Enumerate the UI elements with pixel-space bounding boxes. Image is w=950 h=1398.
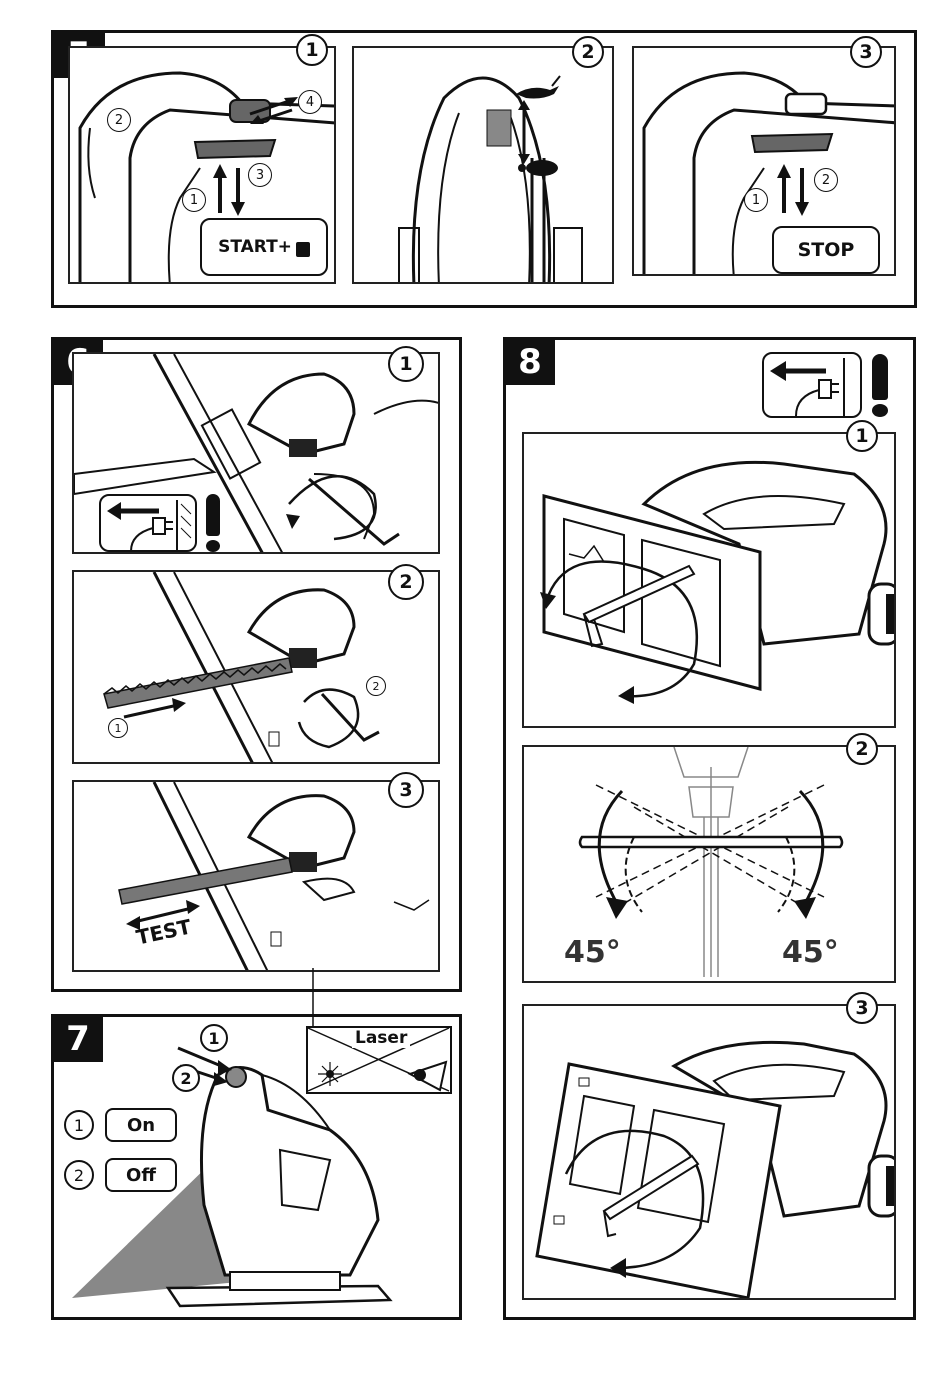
callout-4: 4 (298, 90, 322, 114)
section-7-number: 7 (53, 1016, 103, 1062)
angle-right-label: 45° (782, 935, 839, 970)
lock-icon (296, 242, 310, 257)
laser-label: Laser (352, 1028, 410, 1048)
panel-6-3-number: 3 (388, 772, 424, 808)
legend-off-label: Off (105, 1158, 177, 1192)
panel-6-2-number: 2 (388, 564, 424, 600)
hare-speed-icon (516, 76, 560, 99)
callout-1: 1 (744, 188, 768, 212)
panel-8-3-number: 3 (846, 992, 878, 1024)
section-6-panel-3: TEST (72, 780, 440, 972)
unplug-warning-icon (99, 494, 197, 552)
callout-1: 1 (108, 718, 128, 738)
section-8-panel-1 (522, 432, 896, 728)
panel-5-2-number: 2 (572, 36, 604, 68)
bevel-lock-illustration (524, 1006, 896, 1300)
start-label: START+ (218, 237, 292, 257)
callout-2: 2 (366, 676, 386, 696)
blade-test-illustration (74, 782, 440, 972)
panel-8-2-number: 2 (846, 733, 878, 765)
section-5-panel-3: 1 2 STOP (632, 46, 896, 276)
panel-8-1-number: 1 (846, 420, 878, 452)
panel-5-3-number: 3 (850, 36, 882, 68)
legend-on-label: On (105, 1108, 177, 1142)
section-8-panel-2: 45° 45° (522, 745, 896, 983)
section-8-number: 8 (505, 339, 555, 385)
laser-icon: Laser (306, 1026, 452, 1094)
section-5-panel-1: 2 4 1 3 START+ (68, 46, 336, 284)
legend-on-number: 1 (64, 1110, 94, 1140)
callout-3: 3 (248, 163, 272, 187)
saw-blade-icon (104, 658, 292, 708)
section-6-panel-2: 1 2 (72, 570, 440, 764)
callout-2: 2 (172, 1064, 200, 1092)
section-5-panel-2 (352, 46, 614, 284)
exclamation-icon (206, 494, 222, 554)
bevel-unlock-illustration (524, 434, 896, 728)
callout-2: 2 (107, 108, 131, 132)
angle-left-label: 45° (564, 935, 621, 970)
speed-illustration (354, 48, 614, 284)
exclamation-icon (872, 354, 890, 418)
blade-insert-illustration (74, 572, 440, 764)
callout-1: 1 (182, 188, 206, 212)
start-lock-label: START+ (200, 218, 328, 276)
section-8-panel-3 (522, 1004, 896, 1300)
section-6-panel-1 (72, 352, 440, 554)
callout-1: 1 (200, 1024, 228, 1052)
legend-off-number: 2 (64, 1160, 94, 1190)
panel-6-1-number: 1 (388, 346, 424, 382)
panel-5-1-number: 1 (296, 34, 328, 66)
stop-label: STOP (772, 226, 880, 274)
unplug-warning-icon (762, 352, 862, 418)
callout-2: 2 (814, 168, 838, 192)
